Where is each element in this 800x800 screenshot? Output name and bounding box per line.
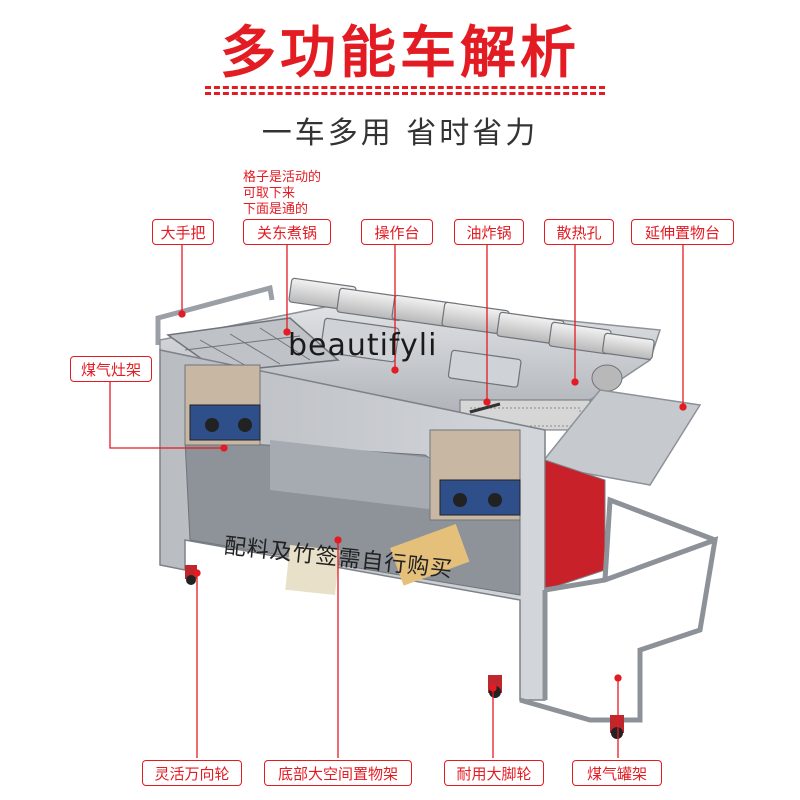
page-subtitle: 一车多用 省时省力: [261, 116, 539, 151]
removable-grid-note: 格子是活动的 可取下来 下面是通的: [243, 170, 363, 218]
label-gas-tank-rack: 煤气罐架: [572, 760, 662, 786]
page-title: 多功能车解析: [220, 21, 580, 86]
storage-items: [285, 524, 470, 595]
label-swivel-wheel: 灵活万向轮: [142, 760, 242, 786]
label-big-handle: 大手把: [152, 219, 214, 245]
right-stove: [429, 429, 521, 521]
label-work-table: 操作台: [361, 219, 433, 245]
cart-handle: [155, 284, 275, 345]
left-stove: [184, 364, 261, 446]
label-oden-pot: 关东煮锅: [243, 219, 331, 245]
label-extension-shelf: 延伸置物台: [631, 219, 734, 245]
label-bottom-storage: 底部大空间置物架: [264, 760, 412, 786]
title-divider-bottom: [205, 92, 605, 95]
label-fryer: 油炸锅: [454, 219, 524, 245]
watermark-text: beautifyli: [288, 328, 438, 363]
title-divider-top: [205, 86, 605, 89]
wheels: [185, 565, 624, 739]
gas-tank-rack: [519, 496, 719, 723]
side-graphic-panel: [544, 459, 606, 591]
food-pans: [288, 277, 655, 388]
label-big-caster: 耐用大脚轮: [444, 760, 544, 786]
extension-shelf: [538, 389, 702, 486]
note-line: 下面是通的: [243, 202, 309, 217]
note-line: 格子是活动的: [243, 170, 322, 185]
small-pot: [591, 364, 623, 392]
label-vent-holes: 散热孔: [544, 219, 614, 245]
note-line: 可取下来: [243, 186, 296, 201]
label-stove-rack: 煤气灶架: [70, 356, 152, 382]
leader-lines: [109, 243, 687, 758]
